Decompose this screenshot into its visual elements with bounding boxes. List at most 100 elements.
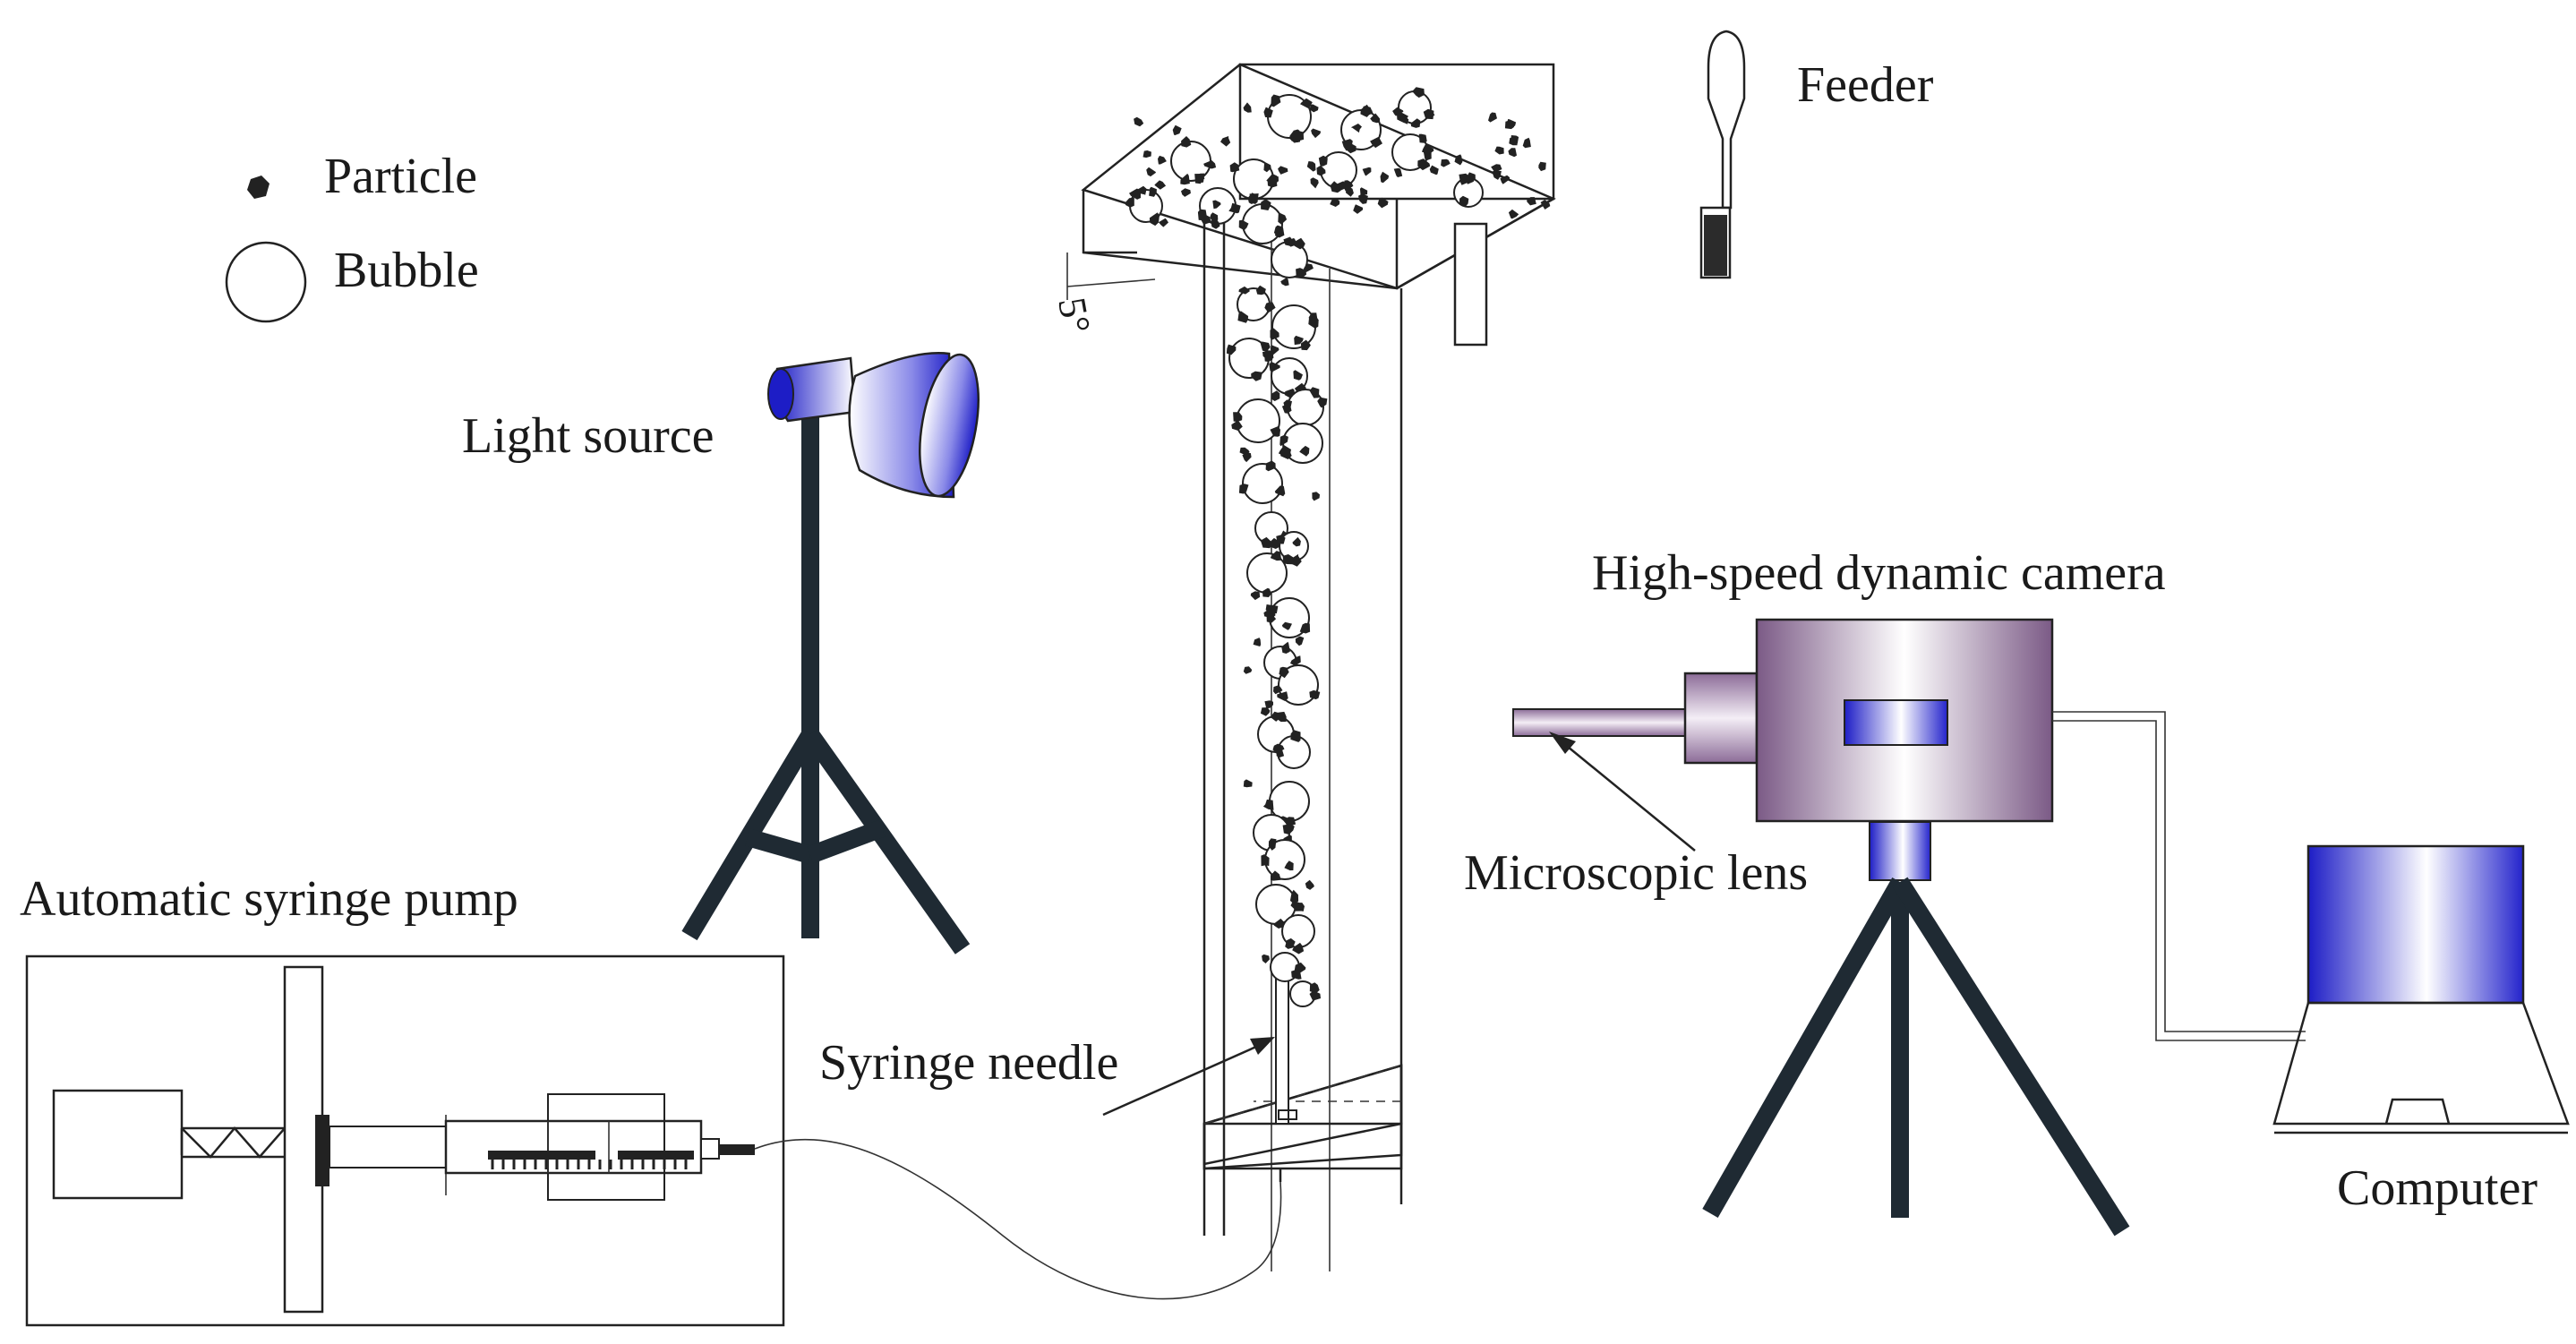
particle <box>1299 622 1311 634</box>
particle <box>1203 160 1217 169</box>
particle <box>1181 136 1192 148</box>
particle <box>1363 106 1374 116</box>
particle <box>1237 311 1249 323</box>
particle <box>1295 636 1305 646</box>
particle <box>1310 177 1319 189</box>
bubble-cloud <box>1125 87 1551 1007</box>
particle <box>1346 186 1354 197</box>
particle <box>1304 263 1314 273</box>
particle <box>1459 195 1469 207</box>
particle <box>1426 109 1435 119</box>
particle <box>1271 711 1282 722</box>
syringe-pump-label: Automatic syringe pump <box>20 871 518 927</box>
particle <box>1242 452 1252 463</box>
particle <box>1282 554 1295 565</box>
particle <box>1285 937 1296 949</box>
particle <box>1393 167 1403 177</box>
particle <box>1195 173 1205 184</box>
particle <box>1291 969 1302 980</box>
syringe-needle-annotation: Syringe needle <box>819 1035 1275 1117</box>
particle <box>1294 335 1304 346</box>
particle <box>1370 113 1381 124</box>
particle <box>1158 155 1167 165</box>
flotation-column: 5° <box>1049 63 1556 1271</box>
automatic-syringe-pump: Automatic syringe pump <box>20 871 785 1327</box>
particle <box>1488 112 1497 123</box>
particle <box>1494 146 1504 155</box>
particle <box>1264 700 1273 709</box>
particle <box>1290 553 1302 567</box>
particle <box>1330 198 1340 207</box>
particle <box>1262 954 1270 963</box>
syringe-tube <box>754 1138 1282 1300</box>
particle <box>1283 399 1292 409</box>
particle <box>1350 124 1362 133</box>
particle <box>1522 137 1531 149</box>
particle <box>1271 870 1281 881</box>
particle <box>1540 200 1551 210</box>
particle <box>1270 551 1282 561</box>
particle <box>1274 485 1286 497</box>
particle <box>1220 136 1231 147</box>
particle <box>1399 115 1409 124</box>
particle <box>1281 621 1292 630</box>
camera-computer-cable <box>2052 711 2306 1041</box>
light-source: Light source <box>462 352 980 954</box>
particle <box>1290 655 1301 666</box>
particle <box>1289 889 1299 903</box>
particle <box>1309 104 1319 113</box>
particle <box>1491 164 1502 173</box>
particle <box>1330 181 1341 193</box>
particle <box>1158 218 1168 227</box>
particle <box>1212 200 1221 210</box>
particle <box>1253 638 1262 646</box>
particle <box>1134 116 1144 127</box>
computer: Computer <box>2272 844 2570 1216</box>
particle <box>1125 197 1134 208</box>
particle <box>1538 161 1546 172</box>
particle <box>1250 591 1261 601</box>
particle <box>1270 426 1280 437</box>
particle <box>1143 150 1151 158</box>
particle <box>1423 150 1432 161</box>
particle <box>1265 460 1276 472</box>
particle <box>1359 187 1368 195</box>
bubble <box>1170 141 1211 182</box>
particle <box>1243 779 1253 788</box>
particle <box>1201 214 1211 225</box>
particle <box>1260 707 1271 716</box>
particle <box>1277 691 1288 701</box>
particle <box>1392 107 1404 116</box>
bubble-legend-icon <box>225 241 307 323</box>
particle <box>1353 204 1363 214</box>
particle <box>1279 434 1288 447</box>
particle <box>1238 286 1250 295</box>
particle <box>1358 193 1368 204</box>
particle <box>1309 387 1320 398</box>
particle <box>1286 237 1297 247</box>
particle <box>1172 124 1182 136</box>
particle <box>1317 397 1328 408</box>
particle <box>1260 536 1273 549</box>
particle <box>1270 328 1279 340</box>
particle <box>1261 854 1270 867</box>
particle <box>1238 484 1249 494</box>
particle <box>1264 351 1273 362</box>
particle <box>1231 420 1243 431</box>
particle <box>1465 172 1476 184</box>
particle <box>1309 982 1320 994</box>
particle <box>1270 345 1279 355</box>
particle <box>1418 133 1427 143</box>
particle <box>1239 447 1250 456</box>
particle <box>1129 188 1141 200</box>
particle <box>1243 102 1252 113</box>
particle <box>1228 202 1241 214</box>
particle <box>1226 344 1237 355</box>
particle <box>1264 302 1276 313</box>
particle <box>1260 341 1271 352</box>
particle <box>1311 128 1322 139</box>
particle <box>1306 161 1316 172</box>
particle <box>1262 587 1272 597</box>
microscopic-lens-label: Microscopic lens <box>1464 845 1808 901</box>
particle <box>1280 278 1289 287</box>
